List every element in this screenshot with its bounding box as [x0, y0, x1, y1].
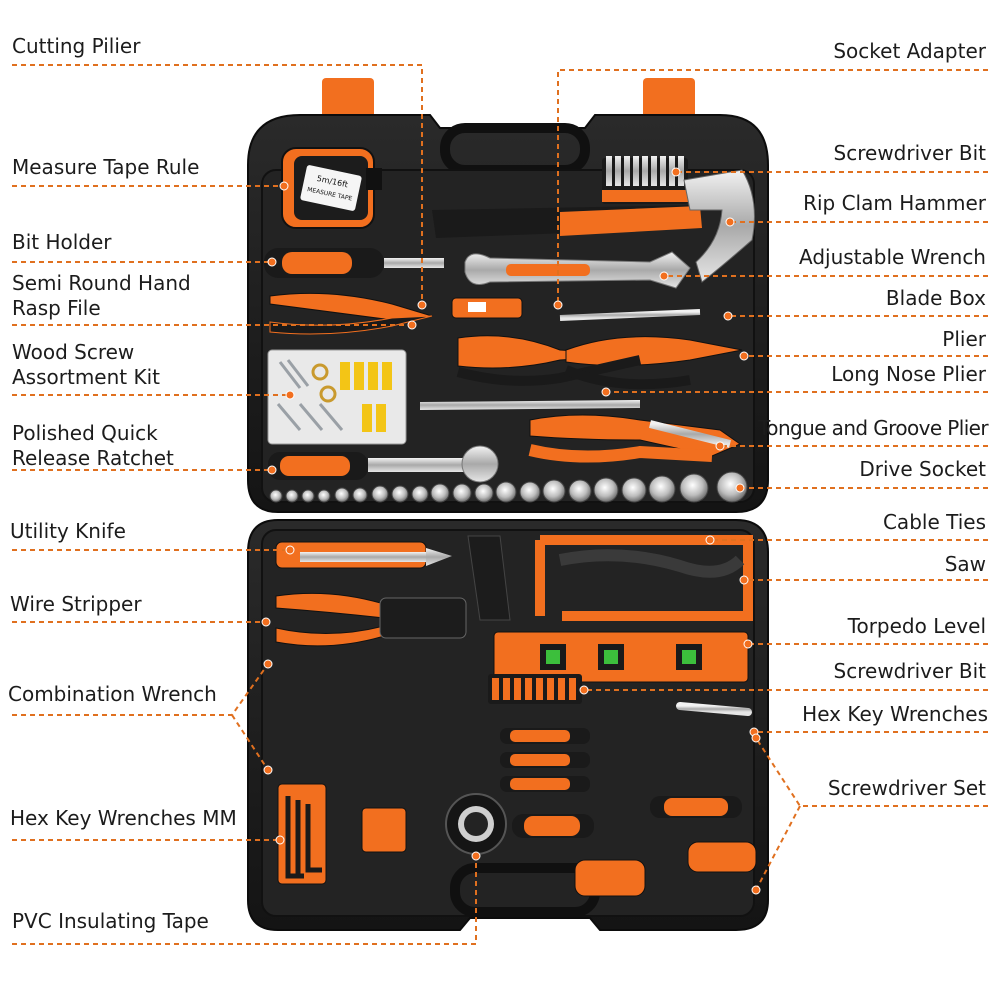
label-ratchet-line1: Polished Quick	[12, 421, 158, 445]
wire-stripper	[275, 592, 467, 647]
tape-measure: 5m/16ft MEASURE TAPE	[281, 147, 382, 229]
label-drive-socket: Drive Socket	[859, 457, 986, 481]
label-cutting-plier: Cutting Pilier	[12, 34, 141, 58]
bit-holder	[264, 248, 444, 278]
pliers-cluster	[456, 309, 743, 390]
label-plier: Plier	[942, 327, 986, 351]
claw-hammer	[432, 169, 755, 283]
drive-socket-row	[269, 471, 748, 503]
screwdriver-bit-set-bottom	[488, 674, 582, 704]
adjustable-wrench	[464, 251, 691, 289]
label-pvc-tape: PVC Insulating Tape	[12, 909, 209, 933]
label-saw: Saw	[944, 552, 986, 576]
combination-wrench-set	[277, 664, 483, 765]
label-measure-tape-rule: Measure Tape Rule	[12, 155, 200, 179]
blade-box	[451, 297, 523, 319]
callout-dots	[261, 167, 761, 895]
hex-key-wrench-top	[606, 698, 752, 716]
label-screwdriver-bit-top: Screwdriver Bit	[833, 141, 986, 165]
label-tongue-groove-plier: Tongue and Groove Plier	[758, 416, 989, 440]
pvc-insulating-tape	[445, 793, 507, 855]
hex-key-set-mm	[277, 783, 327, 885]
label-socket-adapter: Socket Adapter	[833, 39, 986, 63]
label-wood-screw-line1: Wood Screw	[12, 340, 135, 364]
hacksaw	[467, 535, 753, 621]
screwdriver-set	[500, 728, 757, 897]
label-bit-holder: Bit Holder	[12, 230, 112, 254]
label-screwdriver-bit-bottom: Screwdriver Bit	[833, 659, 986, 683]
callout-leaders	[12, 64, 988, 945]
screwdriver-bit-set-top	[602, 156, 688, 204]
rasp-file	[420, 400, 640, 410]
label-wire-stripper: Wire Stripper	[10, 592, 142, 616]
torpedo-level	[493, 631, 749, 683]
utility-knife	[275, 541, 452, 569]
tongue-groove-plier	[528, 414, 742, 463]
label-screwdriver-set: Screwdriver Set	[827, 776, 986, 800]
label-combination-wrench: Combination Wrench	[8, 682, 217, 706]
label-long-nose-plier: Long Nose Plier	[831, 362, 986, 386]
label-ratchet-line2: Release Ratchet	[12, 446, 174, 470]
label-hex-key-wrenches: Hex Key Wrenches	[802, 702, 988, 726]
label-wood-screw-line2: Assortment Kit	[12, 365, 160, 389]
label-rasp-file-line2: Rasp File	[12, 296, 101, 320]
wood-screw-kit	[267, 349, 407, 445]
label-blade-box: Blade Box	[885, 286, 986, 310]
label-adjustable-wrench: Adjustable Wrench	[798, 245, 986, 269]
hex-key-set-inch	[360, 788, 410, 883]
label-torpedo-level: Torpedo Level	[847, 614, 986, 638]
label-rip-claw-hammer: Rip Clam Hammer	[803, 191, 986, 215]
quick-release-ratchet	[268, 445, 499, 483]
label-hex-key-mm: Hex Key Wrenches MM	[10, 806, 237, 830]
label-cable-ties: Cable Ties	[882, 510, 986, 534]
label-utility-knife: Utility Knife	[10, 519, 126, 543]
label-rasp-file-line1: Semi Round Hand	[12, 271, 191, 295]
